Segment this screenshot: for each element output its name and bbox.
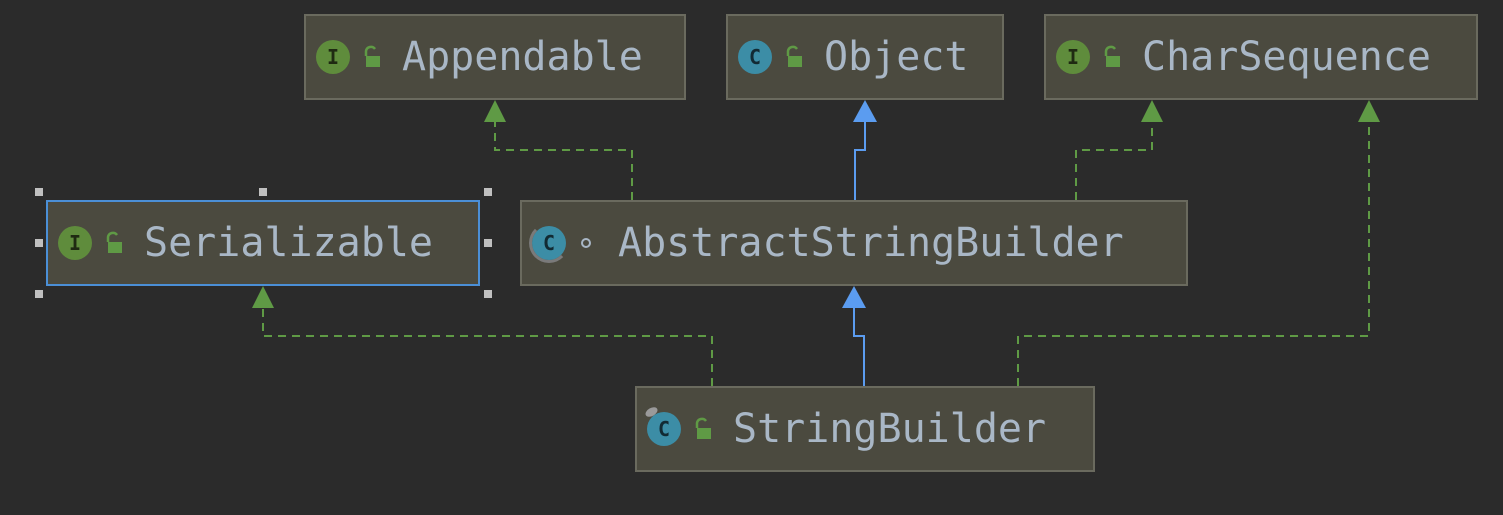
resize-handle-bottom-right[interactable] xyxy=(484,290,492,298)
arrowhead-abstractstringbuilder xyxy=(842,286,866,308)
class-icon: C xyxy=(738,40,772,74)
public-lock-icon xyxy=(695,417,711,439)
node-label: AbstractStringBuilder xyxy=(618,220,1124,266)
node-appendable[interactable]: I Appendable xyxy=(304,14,686,100)
node-label: Appendable xyxy=(402,34,643,80)
final-class-icon: C xyxy=(647,412,681,446)
edge-stringbuilder-implements-serializable xyxy=(262,308,713,386)
arrowhead-charsequence-2 xyxy=(1358,100,1380,122)
resize-handle-top-right[interactable] xyxy=(484,188,492,196)
resize-handle-bottom-left[interactable] xyxy=(35,290,43,298)
edge-stringbuilder-extends-abstractstringbuilder xyxy=(853,308,865,386)
resize-handle-top-center[interactable] xyxy=(259,188,267,196)
edge-abstractstringbuilder-implements-appendable xyxy=(494,120,633,200)
node-charsequence[interactable]: I CharSequence xyxy=(1044,14,1478,100)
interface-icon: I xyxy=(58,226,92,260)
edge-abstractstringbuilder-extends-object xyxy=(854,122,866,200)
resize-handle-middle-left[interactable] xyxy=(35,239,43,247)
interface-icon: I xyxy=(1056,40,1090,74)
node-label: Serializable xyxy=(144,220,433,266)
node-label: StringBuilder xyxy=(733,406,1047,452)
arrowhead-serializable xyxy=(252,286,274,308)
node-label: CharSequence xyxy=(1142,34,1431,80)
resize-handle-middle-right[interactable] xyxy=(484,239,492,247)
package-private-icon xyxy=(581,238,591,248)
edge-stringbuilder-implements-charsequence xyxy=(1017,122,1370,386)
node-stringbuilder[interactable]: C StringBuilder xyxy=(635,386,1095,472)
node-serializable[interactable]: I Serializable xyxy=(46,200,480,286)
public-lock-icon xyxy=(786,45,802,67)
edge-abstractstringbuilder-implements-charsequence xyxy=(1075,122,1153,200)
node-label: Object xyxy=(824,34,969,80)
node-abstractstringbuilder[interactable]: C AbstractStringBuilder xyxy=(520,200,1188,286)
resize-handle-top-left[interactable] xyxy=(35,188,43,196)
node-object[interactable]: C Object xyxy=(726,14,1004,100)
public-lock-icon xyxy=(364,45,380,67)
arrowhead-object xyxy=(853,100,877,122)
arrowhead-charsequence-1 xyxy=(1141,100,1163,122)
public-lock-icon xyxy=(106,231,122,253)
arrowhead-appendable xyxy=(484,100,506,122)
abstract-class-icon: C xyxy=(529,223,569,263)
interface-icon: I xyxy=(316,40,350,74)
public-lock-icon xyxy=(1104,45,1120,67)
